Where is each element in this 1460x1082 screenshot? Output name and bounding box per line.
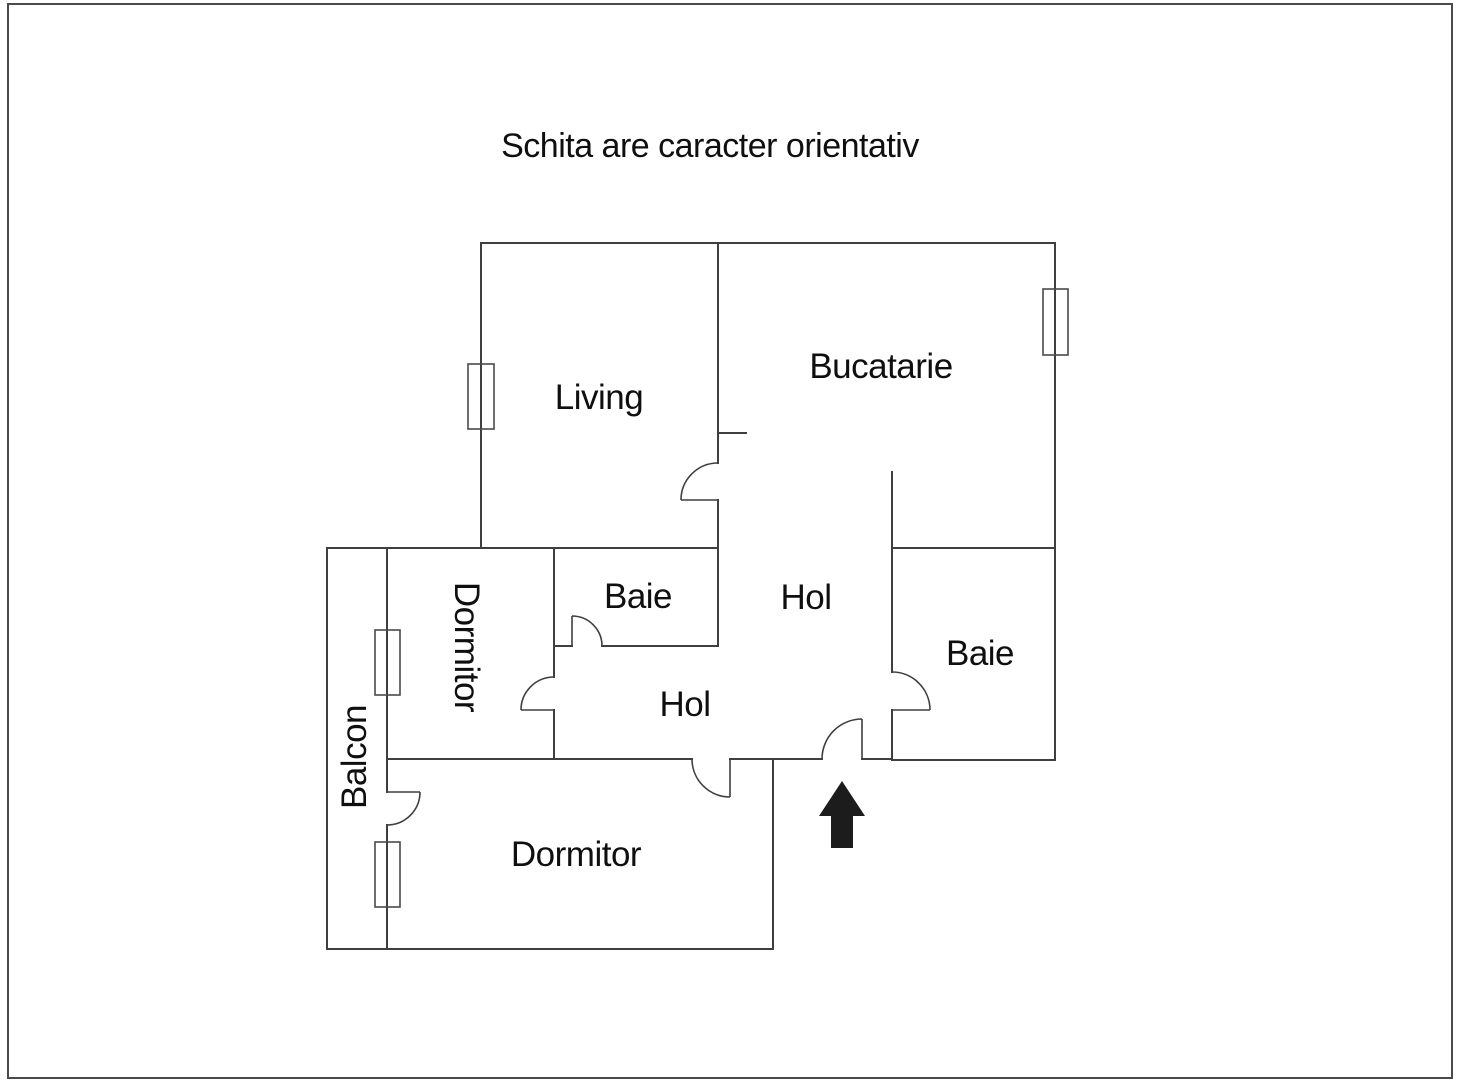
- door-swings: [386, 462, 931, 826]
- room-label-dormitor-jos: Dormitor: [511, 835, 642, 874]
- window-icon-balcon-jos: [374, 841, 401, 908]
- window-icon-living: [467, 363, 495, 430]
- window-icon-bucatarie: [1042, 288, 1069, 356]
- page-border: [7, 3, 1453, 1079]
- room-label-hol-jos: Hol: [659, 685, 710, 724]
- entrance-arrow-icon: [819, 781, 865, 848]
- plan-title: Schita are caracter orientativ: [501, 127, 919, 165]
- room-label-bucatarie: Bucatarie: [809, 347, 952, 386]
- room-labels: Living Bucatarie Baie Hol Hol Baie Dormi…: [335, 347, 1015, 874]
- room-label-balcon: Balcon: [335, 705, 374, 809]
- room-label-baie-dreapta: Baie: [946, 634, 1014, 673]
- room-label-living: Living: [555, 378, 643, 417]
- windows-group: [374, 288, 1069, 908]
- room-label-dormitor-stanga: Dormitor: [447, 582, 486, 713]
- walls: [326, 242, 1056, 950]
- window-icon-balcon-sus: [374, 629, 401, 696]
- room-label-baie-mica: Baie: [604, 577, 672, 616]
- room-label-hol-sus: Hol: [780, 578, 831, 617]
